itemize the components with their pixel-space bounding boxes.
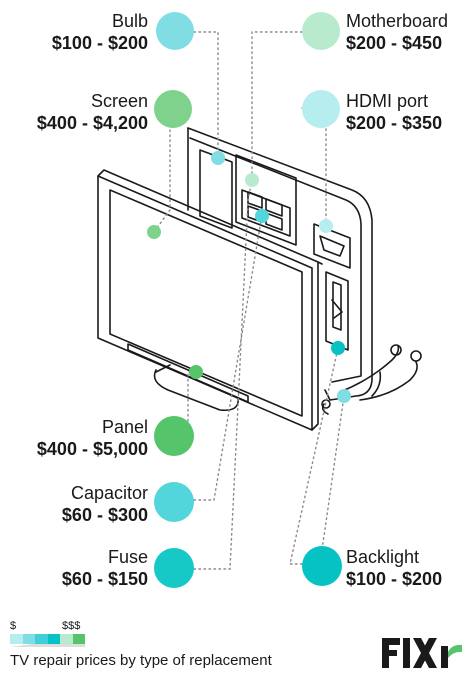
- tv-stand: [153, 369, 239, 412]
- marker-panel: [189, 365, 203, 379]
- leader-motherboard: [251, 31, 303, 181]
- marker-capacitor: [255, 209, 269, 223]
- bulb-price: $100 - $200: [51, 33, 148, 53]
- label-fuse: Fuse $60 - $150: [0, 546, 148, 590]
- motherboard-name: Motherboard: [346, 11, 449, 31]
- price-legend-scale: [10, 634, 85, 647]
- hdmi-name: HDMI port: [346, 91, 429, 111]
- back-housing: [187, 127, 373, 401]
- legend-swatch-4: [47, 634, 60, 644]
- legend-high-label: $$$: [62, 620, 81, 632]
- leader-capacitor: [193, 214, 263, 501]
- backlight-strip: [325, 271, 349, 351]
- marker-backlight: [337, 389, 351, 403]
- fuse-dot: [154, 548, 194, 588]
- label-hdmi: HDMI port $200 - $350: [346, 90, 474, 134]
- panel-price: $400 - $5,000: [36, 439, 148, 459]
- legend-low-label: $: [10, 620, 17, 632]
- leader-bulb: [193, 31, 219, 159]
- marker-motherboard: [245, 173, 259, 187]
- marker-fuse: [331, 341, 345, 355]
- legend-swatch-1: [10, 634, 23, 644]
- fuse-price: $60 - $150: [61, 569, 148, 589]
- screen-price: $400 - $4,200: [36, 113, 148, 133]
- legend-swatch-3: [35, 634, 48, 644]
- label-bulb: Bulb $100 - $200: [0, 10, 148, 54]
- leader-fuse: [193, 179, 253, 570]
- legend-swatch-5: [60, 634, 73, 644]
- marker-screen: [147, 225, 161, 239]
- label-backlight: Backlight $100 - $200: [346, 546, 474, 590]
- bulb-name: Bulb: [111, 11, 148, 31]
- leader-backlight: [289, 347, 339, 565]
- legend-swatch-2: [22, 634, 35, 644]
- screen-name: Screen: [90, 91, 148, 111]
- backlight-price: $100 - $200: [346, 569, 443, 589]
- caption: TV repair prices by type of replacement: [10, 652, 272, 669]
- panel-strip: [127, 343, 249, 403]
- back-housing-inner: [189, 137, 362, 383]
- capacitor-name: Capacitor: [70, 483, 148, 503]
- motherboard-price: $200 - $450: [346, 33, 443, 53]
- leader-backlight-2: [319, 395, 345, 565]
- backlight-name: Backlight: [346, 547, 420, 567]
- label-capacitor: Capacitor $60 - $300: [0, 482, 148, 526]
- screen-dot: [154, 90, 192, 128]
- panel-dot: [154, 416, 194, 456]
- fixr-logo: [382, 638, 462, 668]
- backlight-dot: [302, 546, 342, 586]
- marker-hdmi: [319, 219, 333, 233]
- hdmi-dot: [302, 90, 340, 128]
- panel-name: Panel: [101, 417, 148, 437]
- label-panel: Panel $400 - $5,000: [0, 416, 148, 460]
- label-motherboard: Motherboard $200 - $450: [346, 10, 474, 54]
- capacitor-price: $60 - $300: [61, 505, 148, 525]
- motherboard-dot: [302, 12, 340, 50]
- bulb-dot: [156, 12, 194, 50]
- fuse-name: Fuse: [107, 547, 148, 567]
- legend-swatch-6: [72, 634, 85, 644]
- label-screen: Screen $400 - $4,200: [0, 90, 148, 134]
- hdmi-port-shape: [313, 223, 351, 269]
- marker-bulb: [211, 151, 225, 165]
- capacitor-dot: [154, 482, 194, 522]
- hdmi-price: $200 - $350: [346, 113, 443, 133]
- power-cable: [339, 345, 400, 393]
